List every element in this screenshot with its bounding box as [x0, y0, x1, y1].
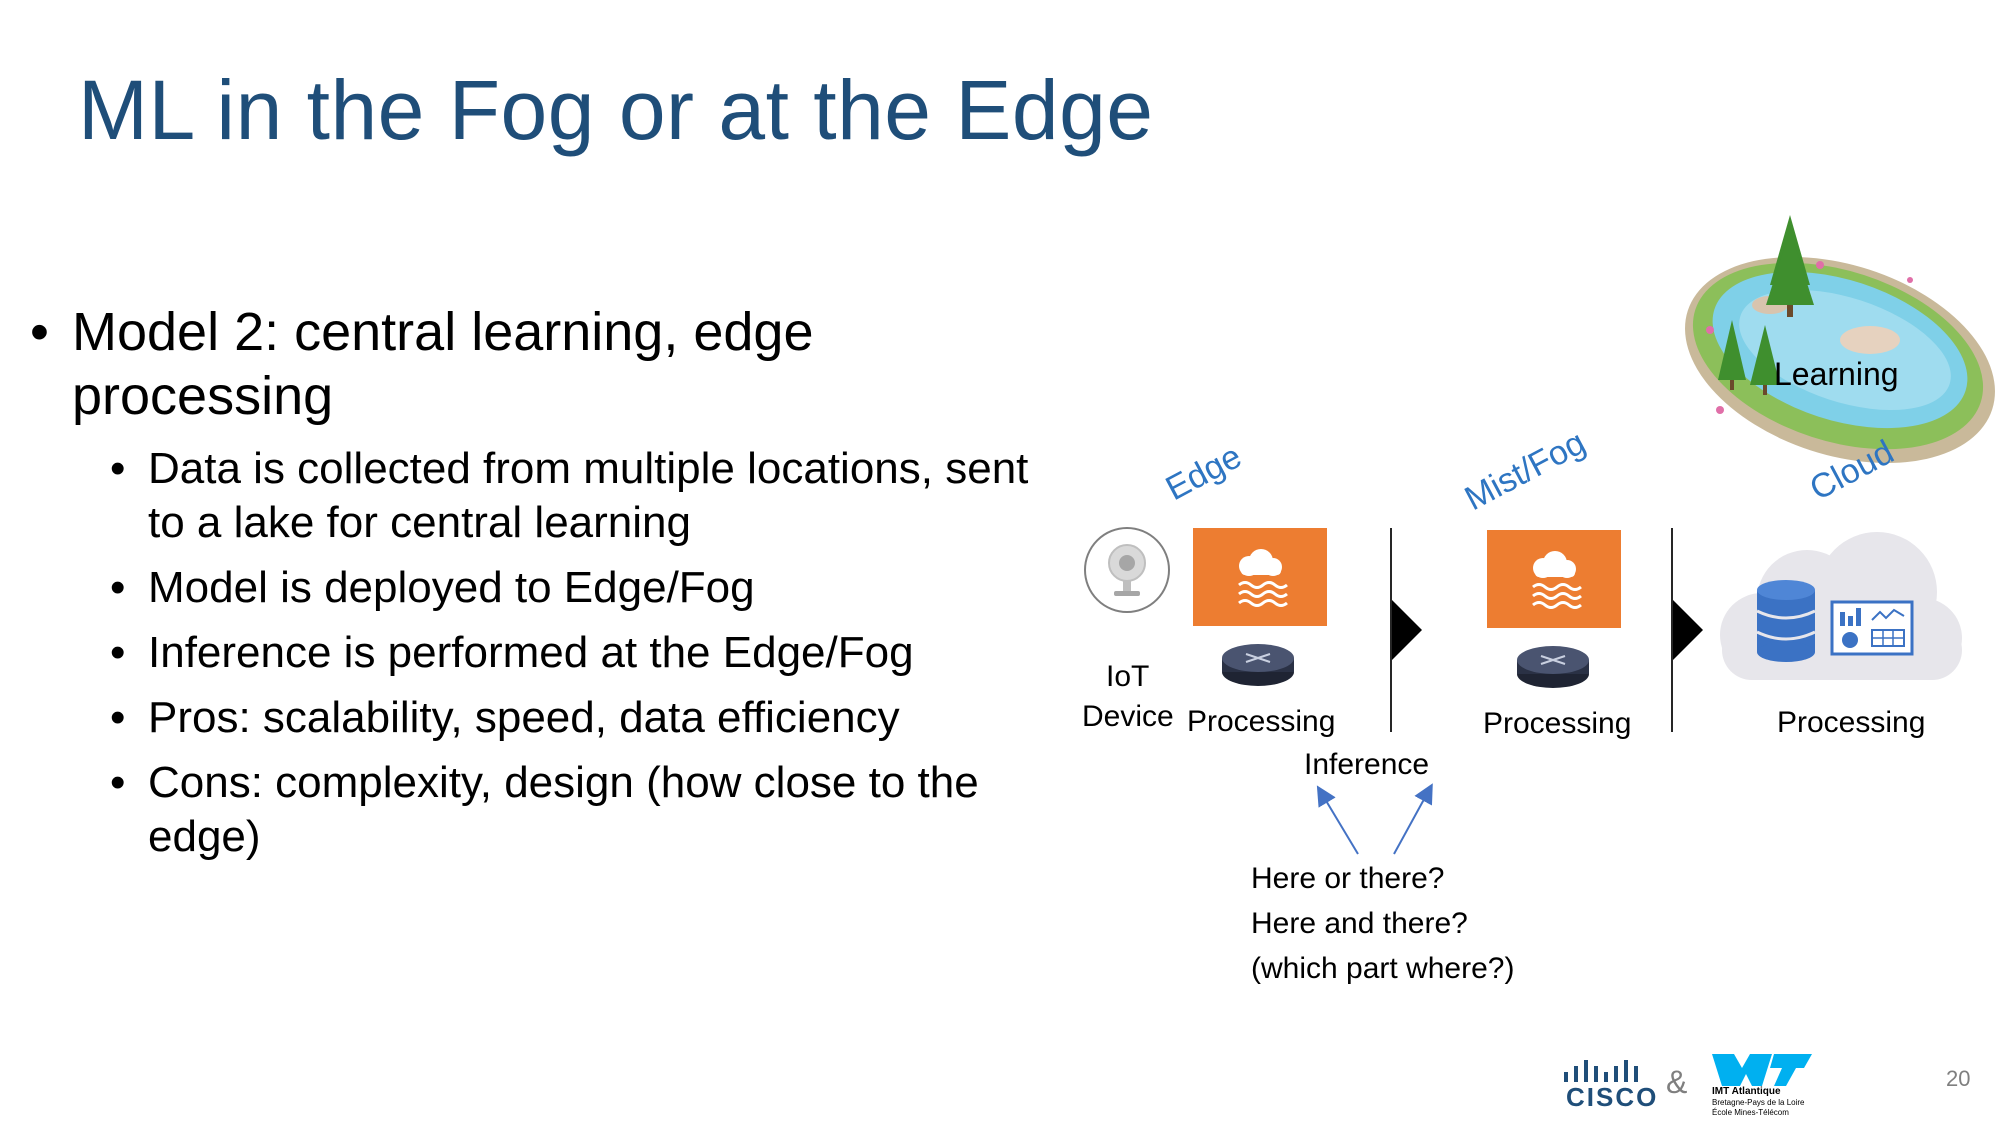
sub-bullet-text: Inference is performed at the Edge/Fog [148, 628, 914, 677]
question-text: Here or there? Here and there? (which pa… [1251, 856, 1514, 991]
question-line: (which part where?) [1251, 952, 1515, 985]
imt-sub2: École Mines-Télécom [1712, 1108, 1789, 1117]
sub-bullet-list: • Data is collected from multiple locatio… [30, 442, 1030, 864]
sub-bullet-text: Model is deployed to Edge/Fog [148, 563, 755, 612]
imt-sub1: Bretagne-Pays de la Loire [1712, 1098, 1805, 1107]
cloud-stream-icon [1238, 549, 1288, 607]
edge-processing-box [1193, 528, 1327, 626]
learning-label: Learning [1774, 356, 1899, 392]
page-number: 20 [1946, 1066, 1971, 1091]
ampersand: & [1666, 1064, 1688, 1100]
edge-router-icon [1222, 644, 1294, 686]
cisco-logo-text: CISCO [1566, 1082, 1659, 1112]
bullet-dot-icon: • [110, 563, 126, 612]
sub-bullet: • Pros: scalability, speed, data efficien… [30, 691, 1030, 745]
database-icon [1756, 580, 1816, 662]
chevron-right-icon [1392, 600, 1422, 660]
inference-label: Inference [1304, 748, 1430, 781]
imt-name: IMT Atlantique [1712, 1086, 1781, 1097]
tier-divider [1390, 528, 1392, 732]
inference-arrows [1316, 783, 1433, 855]
cloud-icon [1720, 532, 1962, 680]
sub-bullet-text: Data is collected from multiple location… [148, 444, 1029, 547]
dashboard-icon [1830, 600, 1914, 656]
iot-camera-icon [1084, 527, 1170, 613]
iot-label-line1: IoT [1106, 660, 1150, 693]
cloud-stream-icon [1532, 551, 1582, 609]
fog-processing-box [1487, 530, 1621, 628]
arrow-up-right-icon [1393, 783, 1433, 855]
bullet-dot-icon: • [110, 444, 126, 493]
bullet-main-text: Model 2: central learning, edge processi… [72, 302, 814, 426]
question-line: Here or there? [1251, 862, 1445, 895]
question-line: Here and there? [1251, 907, 1468, 940]
fog-processing-label: Processing [1483, 707, 1632, 740]
sub-bullet-text: Pros: scalability, speed, data efficienc… [148, 693, 900, 742]
sub-bullet-text: Cons: complexity, design (how close to t… [148, 758, 979, 861]
bullet-dot-icon: • [110, 693, 126, 742]
sub-bullet: • Inference is performed at the Edge/Fog [30, 626, 1030, 680]
bullet-main: • Model 2: central learning, edge proces… [30, 300, 1030, 428]
bullet-list: • Model 2: central learning, edge proces… [30, 300, 1030, 875]
iot-label-line2: Device [1082, 700, 1174, 733]
fog-tier-label: Mist/Fog [1458, 423, 1592, 519]
bullet-dot-icon: • [110, 758, 126, 807]
data-lake-illustration [1685, 215, 1995, 463]
edge-processing-label: Processing [1187, 705, 1336, 738]
bullet-dot-icon: • [110, 628, 126, 677]
arrow-up-left-icon [1316, 785, 1359, 855]
chevron-right-icon [1673, 600, 1703, 660]
edge-tier-label: Edge [1159, 437, 1248, 509]
tier-divider [1671, 528, 1673, 732]
sub-bullet: • Cons: complexity, design (how close to … [30, 756, 1030, 864]
slide-title: ML in the Fog or at the Edge [78, 63, 1154, 157]
fog-router-icon [1517, 646, 1589, 688]
cloud-processing-label: Processing [1777, 706, 1926, 739]
cisco-bars-icon [1564, 1060, 1638, 1082]
bullet-dot-icon: • [30, 302, 49, 362]
sub-bullet: • Data is collected from multiple locatio… [30, 442, 1030, 550]
imt-logo-icon [1712, 1054, 1812, 1086]
sub-bullet: • Model is deployed to Edge/Fog [30, 561, 1030, 615]
